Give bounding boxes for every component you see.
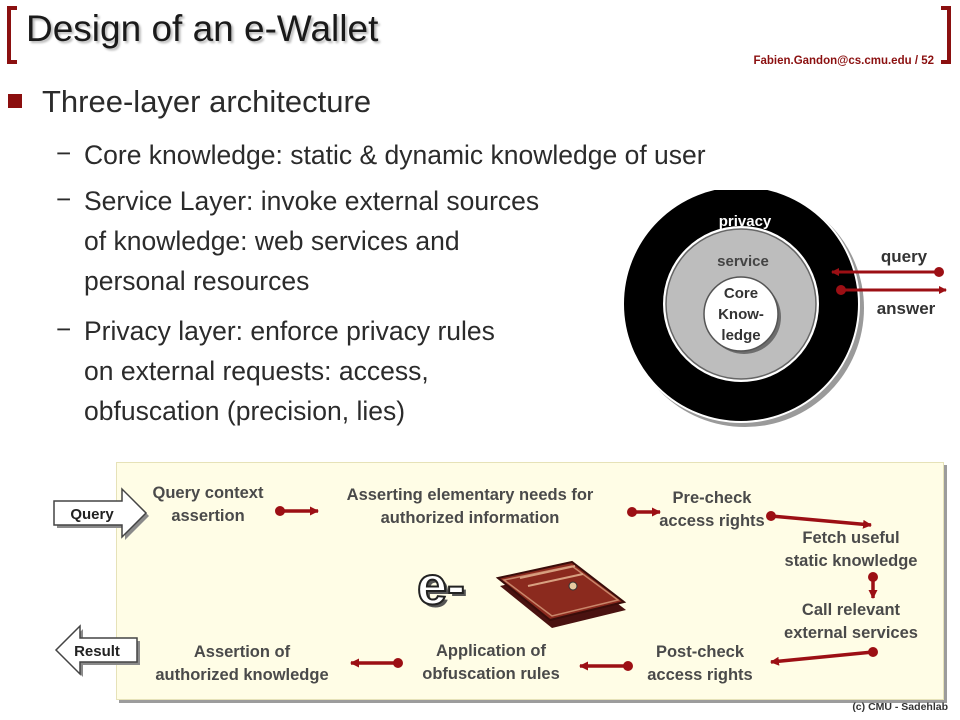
step-line: Call relevant [801,601,901,619]
dash-icon: − [56,138,72,168]
author-email-page: Fabien.Gandon@cs.cmu.edu / 52 [753,55,934,67]
core-label-line1: Core [724,285,758,302]
core-label-line2: Know- [718,306,764,323]
step-line: access rights [647,666,753,684]
step-line: access rights [659,512,765,530]
step-line: Pre-check [672,489,752,507]
wallet-icon [495,560,627,628]
sub-service-layer-line2: of knowledge: web services and [84,226,460,256]
step-post-check: Post-check access rights [622,641,778,687]
flow-arrow [579,661,633,671]
query-button[interactable]: Query [53,487,149,540]
flow-arrow [350,658,403,668]
step-line: Post-check [655,643,745,661]
sub-service-layer-line1: Service Layer: invoke external sources [84,186,540,216]
bullet-three-layer: Three-layer architecture [42,84,372,119]
service-label: service [717,253,769,270]
flow-arrow [275,506,319,516]
step-line: authorized knowledge [155,666,329,684]
core-label-line3: ledge [721,327,760,344]
step-assertion-knowledge: Assertion of authorized knowledge [120,641,364,687]
step-asserting-needs: Asserting elementary needs for authorize… [308,484,632,530]
page-title: Design of an e-Wallet [26,8,379,49]
copyright-footer: (c) CMU - Sadehlab [852,701,948,713]
sub-privacy-layer-line3: obfuscation (precision, lies) [84,396,406,426]
step-line: Application of [436,642,546,660]
query-button-label: Query [70,506,114,523]
privacy-label: privacy [719,213,772,230]
step-line: static knowledge [784,552,918,570]
sub-service-layer-line3: personal resources [84,266,310,296]
layers-diagram: privacy service Core Know- ledge query a… [622,190,947,427]
dash-icon: − [56,184,72,214]
left-bracket-icon [7,6,17,64]
sub-privacy-layer-line1: Privacy layer: enforce privacy rules [84,316,495,346]
step-line: external services [784,624,918,642]
step-call-services: Call relevant external services [756,599,946,645]
dash-icon: − [56,314,72,344]
flow-arrow [770,647,878,666]
step-line: Assertion of [193,643,291,661]
result-button-label: Result [74,643,120,660]
e-wallet-logo-shadow: e- [420,559,468,619]
sub-core-knowledge: Core knowledge: static & dynamic knowled… [84,140,706,170]
result-button[interactable]: Result [54,624,140,677]
step-line: authorized information [380,509,560,527]
e-wallet-logo-text: e- [417,556,465,616]
flow-arrow [868,572,878,599]
step-line: obfuscation rules [422,665,560,683]
right-bracket-icon [941,6,951,64]
step-pre-check: Pre-check access rights [634,487,790,533]
answer-label: answer [877,299,936,318]
flow-arrow [766,511,872,529]
step-fetch-static: Fetch useful static knowledge [756,527,946,573]
query-label: query [881,247,928,266]
sub-privacy-layer-line2: on external requests: access, [84,356,429,386]
flow-diagram: Query Result e- e- [53,487,878,677]
step-line: Asserting elementary needs for [346,486,594,504]
step-line: assertion [171,507,245,525]
bullet-square-icon [8,94,22,108]
step-line: Fetch useful [802,529,900,547]
flow-arrow [627,507,661,517]
step-line: Query context [152,484,264,502]
step-obfuscation: Application of obfuscation rules [396,640,586,686]
step-query-context: Query context assertion [130,482,286,528]
core-knowledge-circle [703,276,779,352]
